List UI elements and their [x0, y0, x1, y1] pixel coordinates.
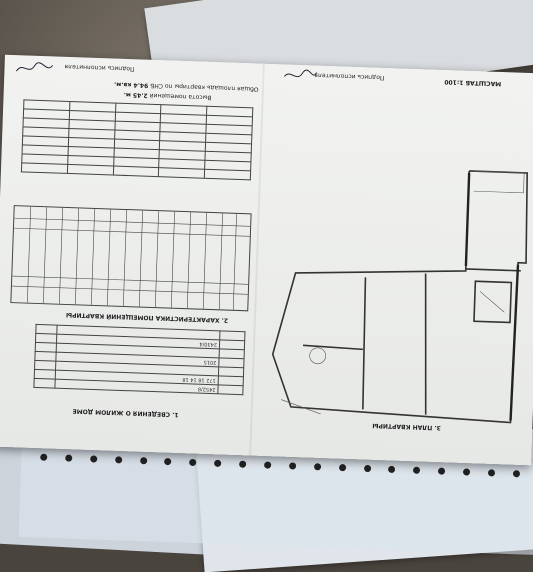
- signature-right: [284, 69, 318, 78]
- area-table: [21, 99, 253, 180]
- section2-title: 2. ХАРАКТЕРИСТИКА ПОМЕЩЕНИЙ КВАРТИРЫ: [65, 310, 229, 324]
- floor-plan-document: Подпись исполнителя Общая площадь кварти…: [0, 54, 533, 466]
- ceiling-height: Высота помещений 2.45 м.: [123, 90, 212, 101]
- section1-title: 1. СВЕДЕНИЯ О ЖИЛОМ ДОМЕ: [72, 407, 179, 418]
- right-header: Подпись исполнителя: [314, 71, 385, 81]
- apartment-floor-plan: [259, 144, 531, 458]
- signature-left: [16, 62, 54, 72]
- building-info-table: 2452/8 172 18 14 18 2015 2430/4: [33, 324, 245, 395]
- rooms-grid: [10, 205, 252, 312]
- scale-label: МАСШТАБ 1:100: [444, 78, 502, 88]
- left-header: Подпись исполнителя: [64, 62, 135, 73]
